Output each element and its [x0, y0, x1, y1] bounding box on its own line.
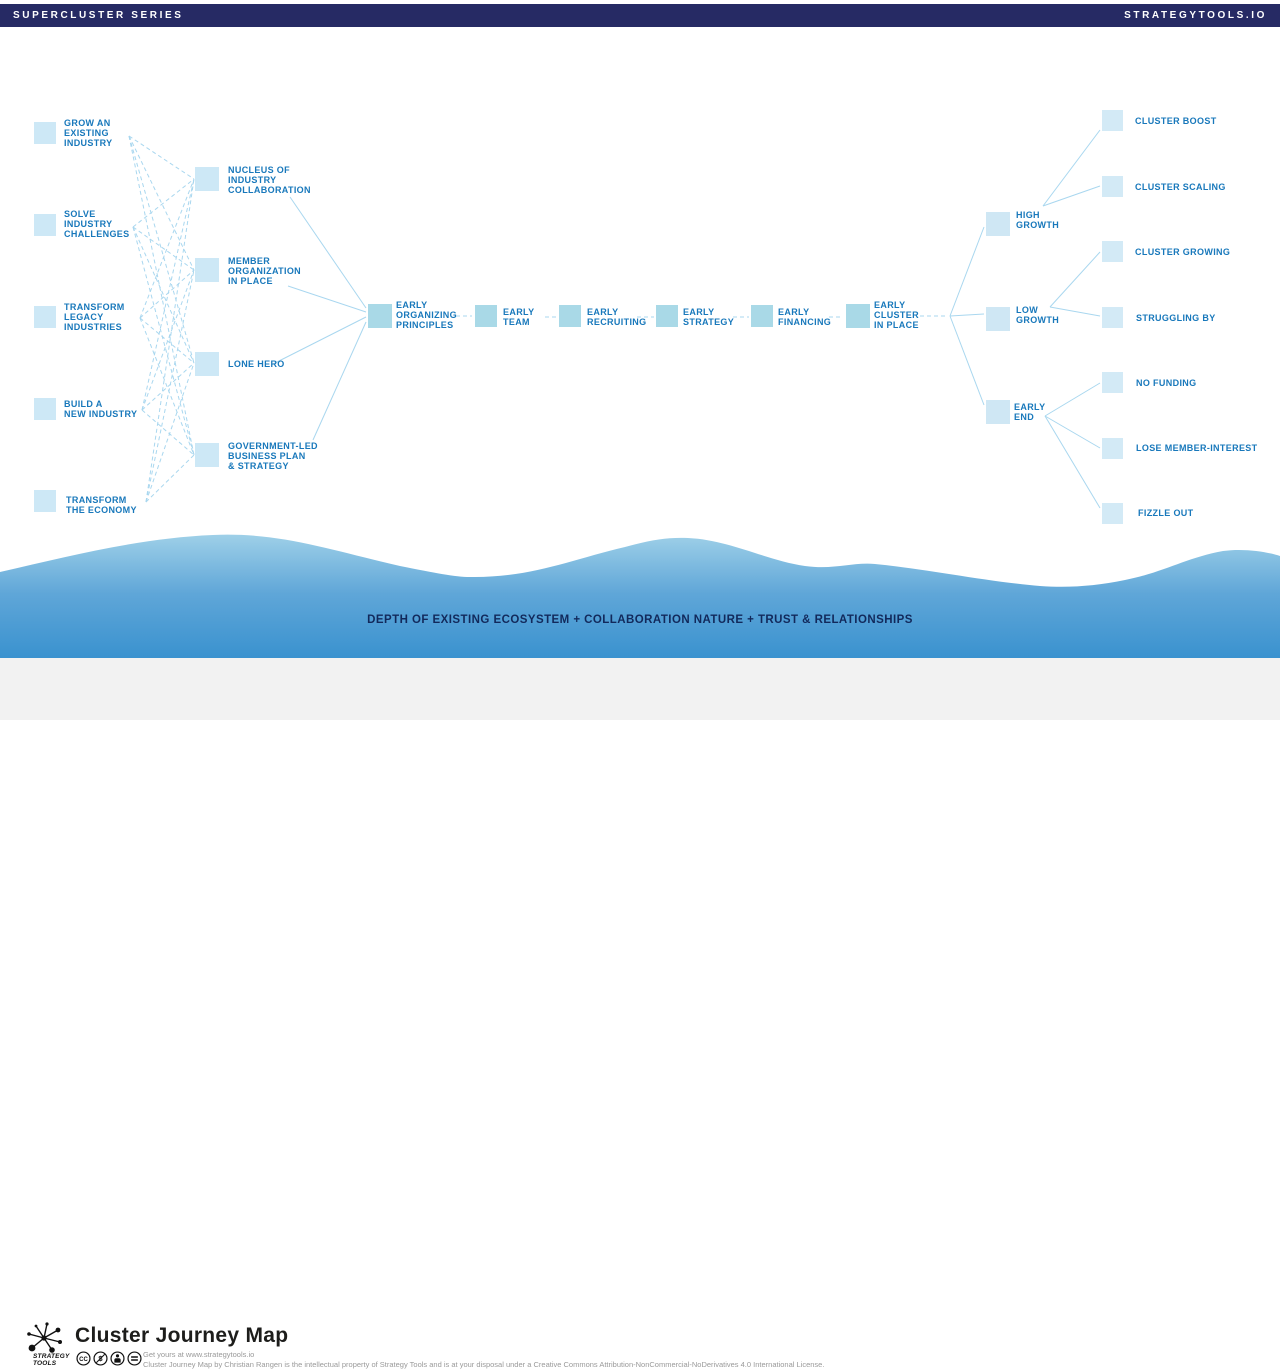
result-2-label: CLUSTER GROWING: [1135, 247, 1231, 257]
journey-5-label: EARLY CLUSTER IN PLACE: [874, 300, 919, 330]
outcome-0-square: [986, 212, 1010, 236]
footer-license: Cluster Journey Map by Christian Rangen …: [143, 1360, 825, 1369]
formation-1-label: MEMBER ORGANIZATION IN PLACE: [228, 256, 302, 286]
origin-1-label: SOLVE INDUSTRY CHALLENGES: [64, 209, 130, 239]
result-fan-lines: [1042, 129, 1101, 509]
journey-4-label: EARLY FINANCING: [778, 307, 832, 327]
formation-2-label: LONE HERO: [228, 359, 285, 369]
outcome-2-label: EARLY END: [1014, 402, 1046, 422]
formation-2-square: [195, 352, 219, 376]
result-5-square: [1102, 438, 1123, 459]
nd-icon: [127, 1351, 142, 1366]
journey-2-square: [559, 305, 581, 327]
result-4-square: [1102, 372, 1123, 393]
result-6-label: FIZZLE OUT: [1138, 508, 1194, 518]
formation-converge-lines: [272, 196, 367, 441]
journey-3-label: EARLY STRATEGY: [683, 307, 735, 327]
journey-1-label: EARLY TEAM: [503, 307, 535, 327]
site-title: STRATEGYTOOLS.IO: [1124, 10, 1267, 21]
formation-1-square: [195, 258, 219, 282]
origins-mesh-lines: [128, 135, 195, 503]
origin-4-label: TRANSFORM THE ECONOMY: [66, 495, 137, 515]
journey-1-square: [475, 305, 497, 327]
origin-2-label: TRANSFORM LEGACY INDUSTRIES: [64, 302, 125, 332]
origin-0-label: GROW AN EXISTING INDUSTRY: [64, 118, 113, 148]
origin-0-square: [34, 122, 56, 144]
result-3-label: STRUGGLING BY: [1136, 313, 1216, 323]
journey-0-label: EARLY ORGANIZING PRINCIPLES: [396, 300, 457, 330]
outcome-0-label: HIGH GROWTH: [1016, 210, 1060, 230]
wave-shape: [0, 534, 1280, 658]
journey-2-label: EARLY RECRUITING: [587, 307, 647, 327]
result-1-label: CLUSTER SCALING: [1135, 182, 1226, 192]
footer: STRATEGY TOOLS Cluster Journey Map CC $ …: [0, 658, 1280, 1369]
result-1-square: [1102, 176, 1123, 197]
cc-icon: CC: [76, 1351, 91, 1366]
result-2-square: [1102, 241, 1123, 262]
result-3-square: [1102, 307, 1123, 328]
outcome-branch-lines: [949, 226, 985, 406]
outcome-1-square: [986, 307, 1010, 331]
result-6-square: [1102, 503, 1123, 524]
outcome-2-square: [986, 400, 1010, 424]
journey-5-square: [846, 304, 870, 328]
formation-0-square: [195, 167, 219, 191]
origin-4-square: [34, 490, 56, 512]
connector-lines-and-wave: [0, 129, 1280, 658]
by-icon: [110, 1351, 125, 1366]
footer-tagline: Get yours at www.strategytools.io: [143, 1350, 255, 1359]
strategy-tools-logo-text: STRATEGY TOOLS: [33, 1353, 70, 1367]
creative-commons-icons: CC $: [76, 1351, 142, 1366]
origin-3-label: BUILD A NEW INDUSTRY: [64, 399, 138, 419]
result-4-label: NO FUNDING: [1136, 378, 1197, 388]
wave-caption: DEPTH OF EXISTING ECOSYSTEM + COLLABORAT…: [367, 614, 913, 626]
journey-3-square: [656, 305, 678, 327]
origin-3-square: [34, 398, 56, 420]
svg-text:CC: CC: [79, 1357, 88, 1363]
journey-0-square: [368, 304, 392, 328]
result-0-label: CLUSTER BOOST: [1135, 116, 1217, 126]
origin-1-square: [34, 214, 56, 236]
cluster-journey-diagram: GROW AN EXISTING INDUSTRY SOLVE INDUSTRY…: [0, 0, 1280, 658]
series-title: SUPERCLUSTER SERIES: [13, 10, 184, 21]
formation-0-label: NUCLEUS OF INDUSTRY COLLABORATION: [228, 165, 311, 195]
formation-3-square: [195, 443, 219, 467]
top-bar: SUPERCLUSTER SERIES STRATEGYTOOLS.IO: [0, 4, 1280, 27]
origin-2-square: [34, 306, 56, 328]
journey-4-square: [751, 305, 773, 327]
outcome-1-label: LOW GROWTH: [1016, 305, 1060, 325]
nc-icon: $: [93, 1351, 108, 1366]
footer-title: Cluster Journey Map: [75, 1324, 289, 1347]
formation-3-label: GOVERNMENT-LED BUSINESS PLAN & STRATEGY: [228, 441, 318, 471]
journey-chain-lines: [456, 315, 948, 318]
result-0-square: [1102, 110, 1123, 131]
result-5-label: LOSE MEMBER-INTEREST: [1136, 443, 1258, 453]
